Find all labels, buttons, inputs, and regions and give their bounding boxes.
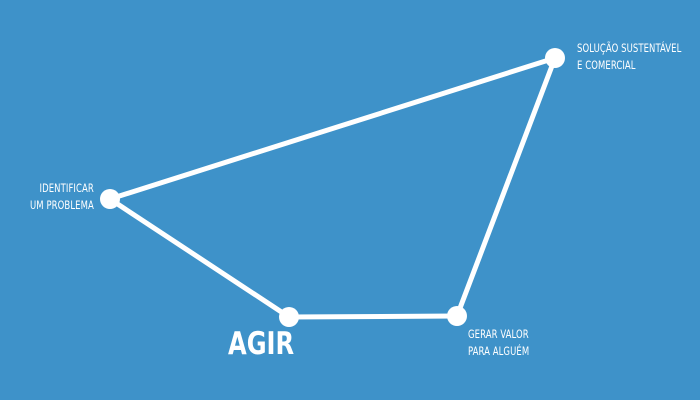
label-identificar-line1: IDENTIFICAR [39,181,94,195]
label-solucao-line2: E COMERCIAL [577,57,636,72]
node-solucao [545,48,565,68]
label-gerar: GERAR VALOR PARA ALGUÉM [468,327,530,362]
label-agir: AGIR [228,326,295,362]
edge-agir-gerar [286,313,460,320]
node-gerar [447,306,467,326]
edge-identificar-agir [107,196,292,320]
label-identificar: IDENTIFICAR UM PROBLEMA [30,181,94,216]
label-gerar-line1: GERAR VALOR [468,327,529,341]
label-solucao: SOLUÇÃO SUSTENTÁVEL E COMERCIAL [577,41,682,76]
label-solucao-line1: SOLUÇÃO SUSTENTÁVEL [577,41,682,55]
node-agir [279,307,299,327]
node-identificar [100,189,120,209]
label-gerar-line2: PARA ALGUÉM [468,343,530,358]
label-identificar-line2: UM PROBLEMA [30,197,94,212]
edge-identificar-solucao [107,55,558,202]
edge-solucao-gerar [454,55,558,319]
